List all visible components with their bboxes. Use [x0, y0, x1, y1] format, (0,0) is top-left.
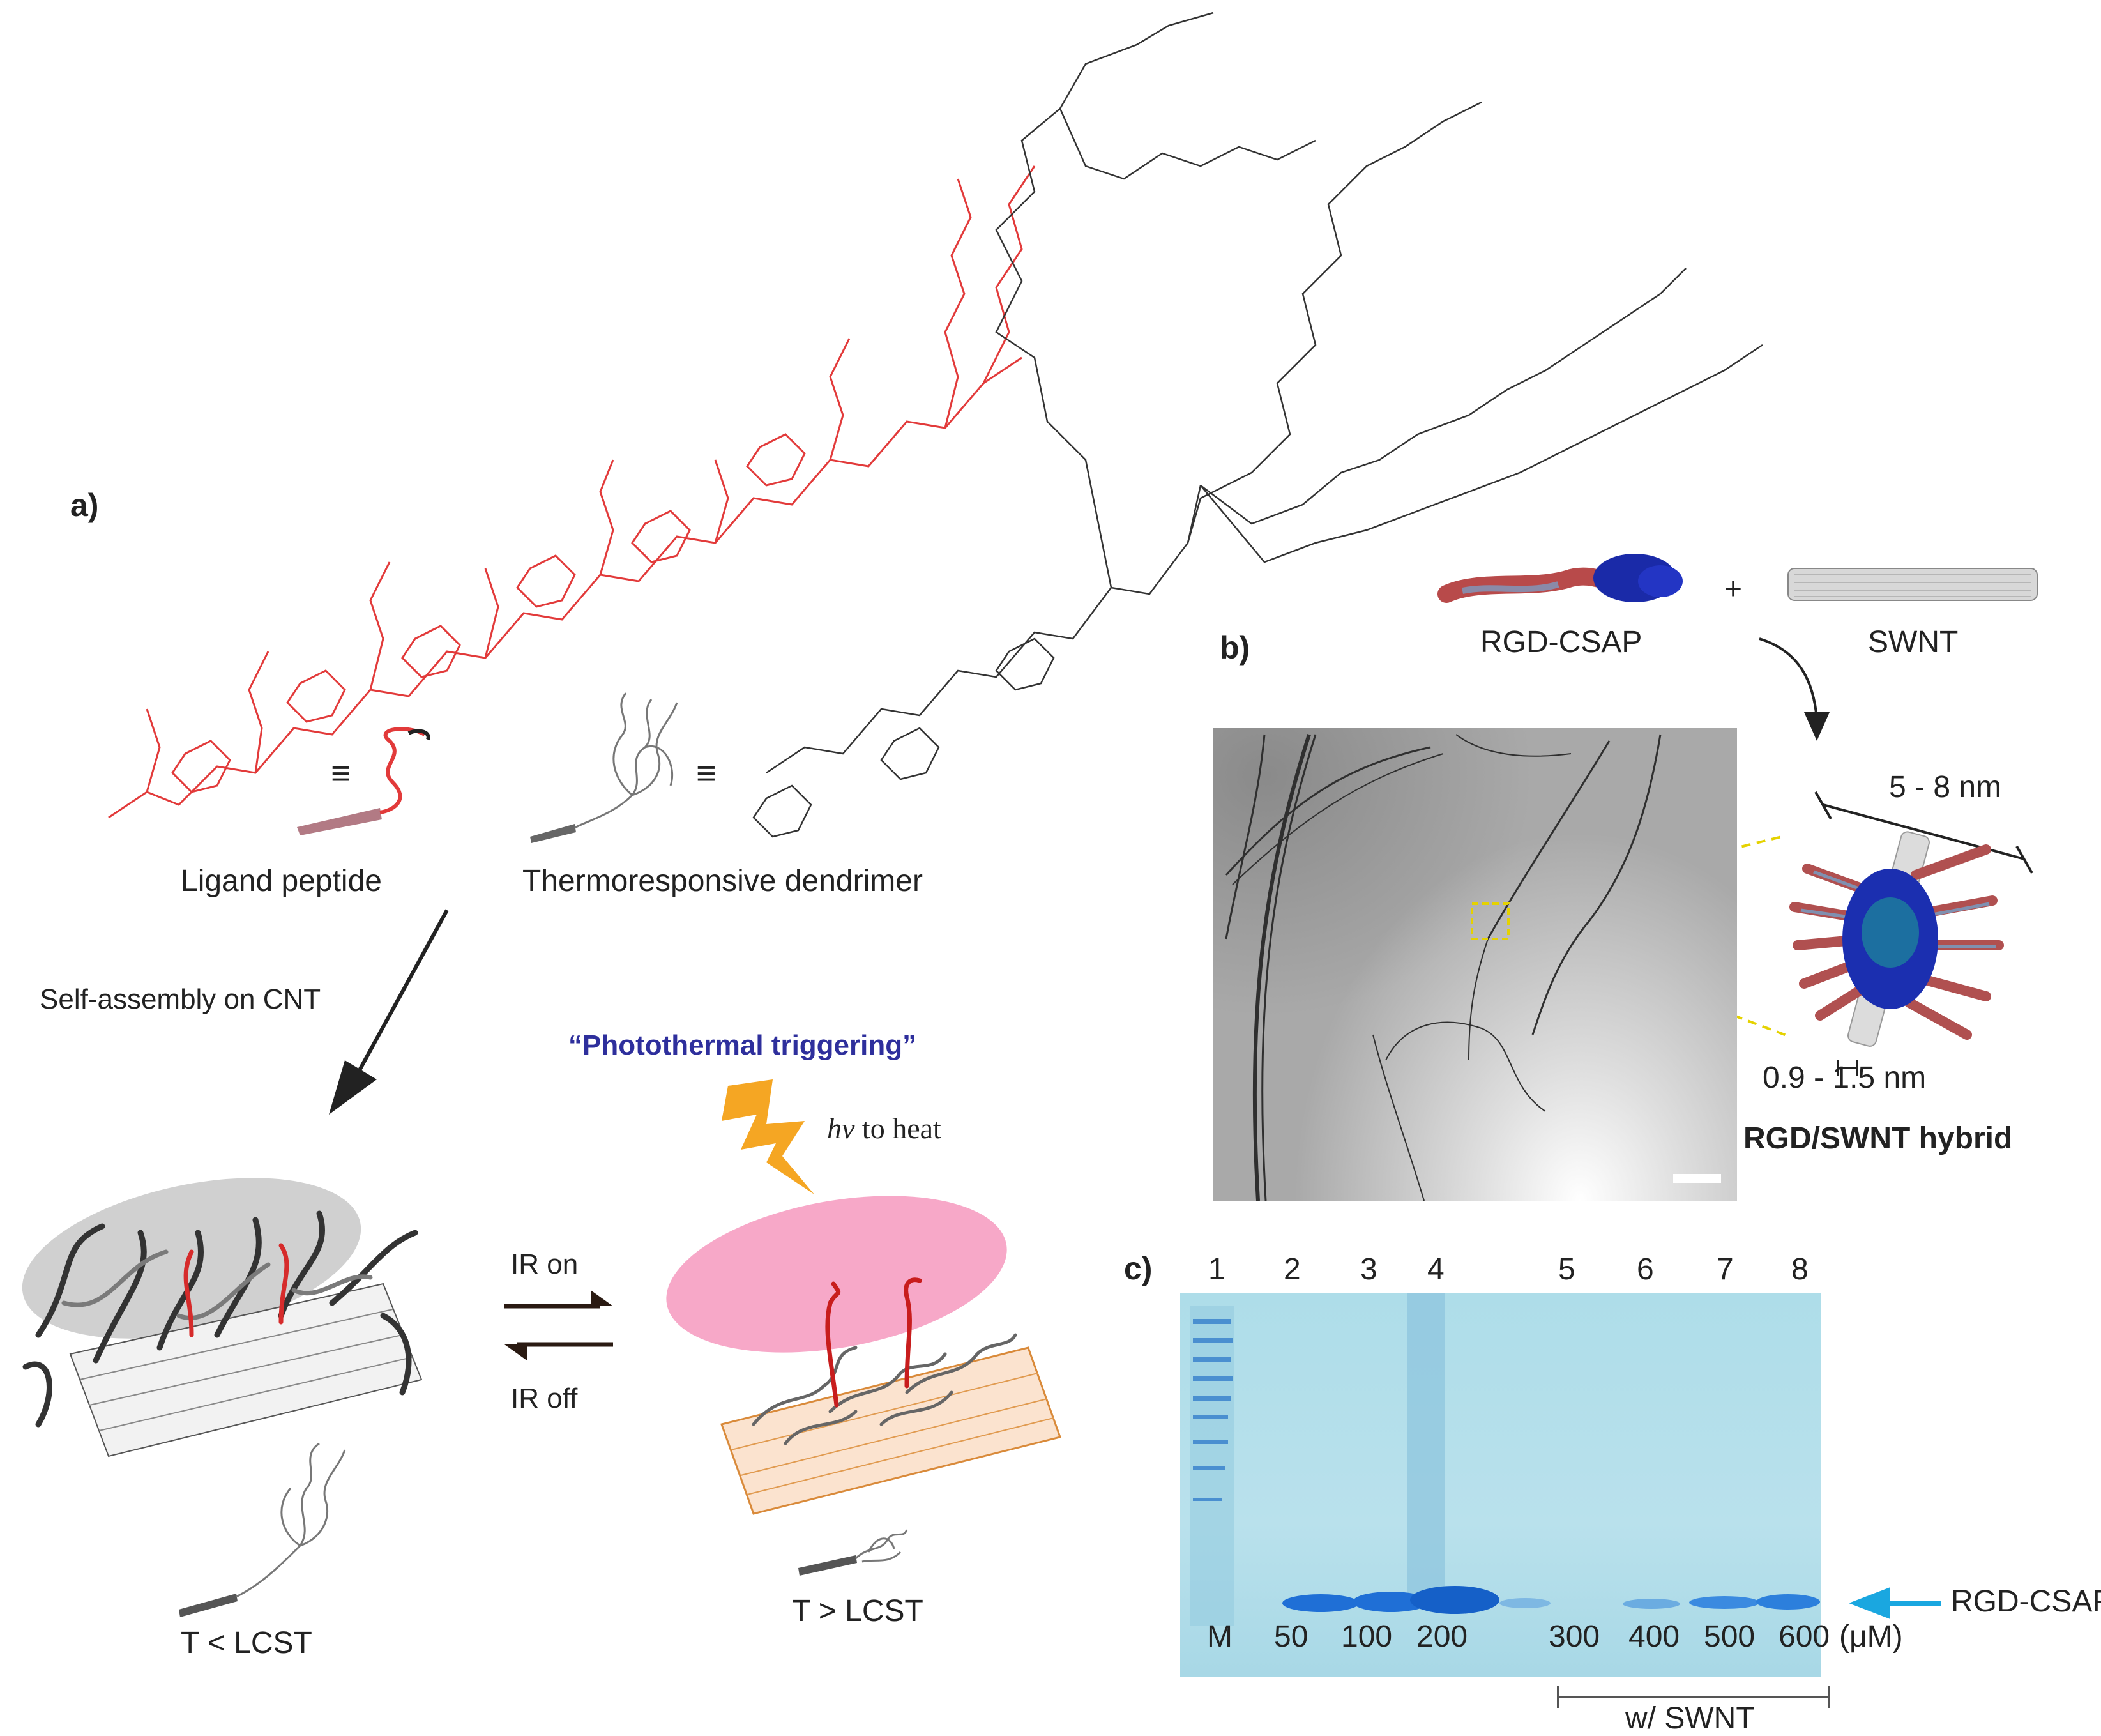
gel-lanes: [1190, 1293, 1820, 1626]
sds-page-gel: [1180, 1293, 1821, 1677]
grey-ellipse-target: [22, 1178, 361, 1339]
swnt-bracket-label: w/ SWNT: [1625, 1702, 1755, 1735]
combine-arrowhead: [1804, 712, 1830, 741]
band-row: [1282, 1586, 1820, 1614]
self-assembly-arrow: [353, 909, 449, 1081]
band-lane-4: [1410, 1586, 1499, 1614]
plus-sign: +: [1724, 572, 1743, 606]
panel-letter-a: a): [70, 487, 99, 523]
band-lane-6: [1623, 1599, 1680, 1609]
hv-to-heat-label: hv to heat: [827, 1111, 941, 1145]
free-dendrimer-icon: [179, 1442, 346, 1617]
hybrid-label: RGD/SWNT hybrid: [1743, 1122, 2013, 1155]
length-label: 5 - 8 nm: [1889, 770, 2002, 804]
swnt-label: SWNT: [1868, 625, 1959, 659]
length-bracket-end-right: [2015, 846, 2033, 874]
scale-bar: [1673, 1174, 1721, 1183]
band-lane-8: [1756, 1594, 1820, 1610]
cnt-assembly-right: [720, 1277, 1061, 1515]
equivalence-symbol-left: ≡: [331, 754, 351, 793]
lane-number-3: 3: [1360, 1253, 1377, 1286]
lane-number-1: 1: [1208, 1253, 1225, 1286]
concentration-100: 100: [1341, 1620, 1393, 1654]
ir-off-label: IR off: [511, 1383, 578, 1414]
lane-number-4: 4: [1427, 1253, 1445, 1286]
collapsed-dendrimer-icon: [798, 1529, 908, 1576]
below-lcst-label: T < LCST: [181, 1626, 312, 1660]
band-lane-7: [1689, 1596, 1759, 1609]
ligand-peptide-cartoon-icon: [297, 727, 430, 835]
concentration-600: 600: [1779, 1620, 1830, 1654]
swnt-tube-icon: [1787, 568, 2038, 601]
tem-nanotube-strands: [1225, 734, 1721, 1201]
dendrimer-cartoon-icon: [530, 692, 678, 843]
lightning-bolt-icon: [722, 1079, 814, 1194]
pink-ellipse-target: [666, 1196, 1007, 1353]
ligand-peptide-label: Ligand peptide: [181, 864, 382, 898]
diameter-label: 0.9 - 1.5 nm: [1763, 1061, 1927, 1095]
concentration-200: 200: [1416, 1620, 1468, 1654]
rgd-csap-label: RGD-CSAP: [1480, 625, 1642, 659]
concentration-300: 300: [1549, 1620, 1600, 1654]
tem-micrograph: [1213, 728, 1737, 1201]
dendrimer-structure: [752, 11, 1763, 838]
combine-arrow: [1759, 637, 1818, 719]
length-bracket-end-left: [1814, 791, 1832, 819]
rgd-csap-molecule-icon: [1437, 554, 1683, 603]
panel-letter-c: c): [1124, 1251, 1153, 1286]
lane-number-6: 6: [1637, 1253, 1654, 1286]
band-label: RGD-CSAP: [1951, 1585, 2101, 1618]
ligand-peptide-structure: [108, 165, 1036, 819]
rgd-swnt-hybrid-icon: [1789, 831, 2004, 1047]
lane-number-8: 8: [1791, 1253, 1809, 1286]
concentration-unit: (μM): [1839, 1620, 1903, 1654]
tem-selection-box: [1471, 902, 1510, 940]
band-lane-2: [1282, 1594, 1359, 1612]
lane-label-marker: M: [1207, 1620, 1233, 1654]
self-assembly-arrowhead: [329, 1060, 377, 1115]
panel-letter-b: b): [1220, 630, 1250, 666]
above-lcst-label: T > LCST: [792, 1594, 923, 1628]
ir-on-label: IR on: [511, 1249, 579, 1280]
lane-number-2: 2: [1284, 1253, 1301, 1286]
band-arrowhead: [1849, 1587, 1890, 1619]
to-heat-text: to heat: [861, 1112, 941, 1145]
band-lane-4b: [1499, 1598, 1551, 1608]
concentration-500: 500: [1704, 1620, 1756, 1654]
concentration-50: 50: [1274, 1620, 1308, 1654]
equilibrium-arrows: [504, 1290, 613, 1360]
lane-number-7: 7: [1717, 1253, 1734, 1286]
concentration-400: 400: [1628, 1620, 1680, 1654]
cnt-assembly-left: [22, 1210, 423, 1458]
photothermal-triggering-label: “Photothermal triggering”: [568, 1030, 917, 1061]
thermoresponsive-dendrimer-label: Thermoresponsive dendrimer: [522, 864, 923, 898]
hv-symbol: hv: [827, 1112, 855, 1145]
equivalence-symbol-right: ≡: [696, 754, 717, 793]
lane-number-5: 5: [1558, 1253, 1575, 1286]
marker-lane: [1190, 1306, 1234, 1626]
lane-4-smear: [1407, 1293, 1445, 1600]
band-lane-3: [1353, 1592, 1429, 1612]
self-assembly-label: Self-assembly on CNT: [40, 984, 321, 1015]
